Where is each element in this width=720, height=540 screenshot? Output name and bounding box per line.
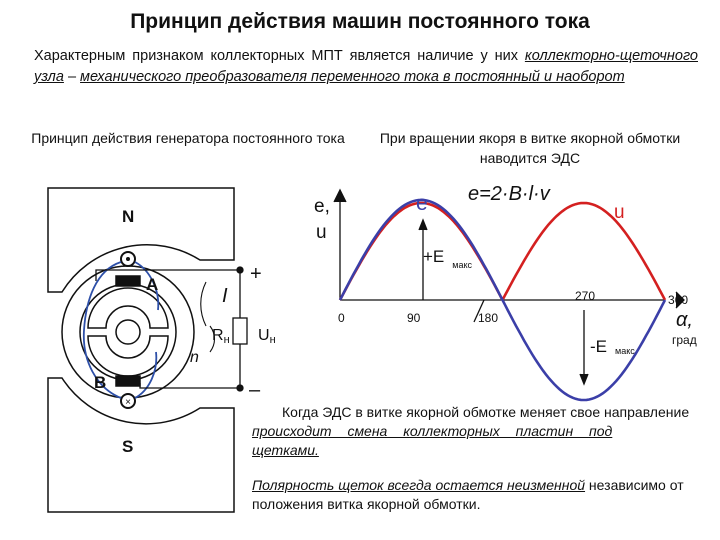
u-curve-label: u — [614, 202, 625, 223]
x-tick-0: 0 — [338, 311, 345, 325]
stator-top — [47, 187, 235, 293]
x-axis-label: α, — [676, 309, 693, 331]
pole-south-label: S — [122, 437, 133, 456]
voltage-label: Uн — [258, 327, 276, 346]
x-axis-unit: град — [672, 333, 697, 347]
brush-b-label: B — [94, 373, 106, 392]
emf-heading: При вращении якоря в витке якорной обмот… — [379, 130, 681, 166]
e-curve — [338, 198, 667, 402]
pole-north-label: N — [122, 207, 134, 226]
brush-a — [115, 275, 141, 287]
note-paragraph-commutation: Когда ЭДС в витке якорной обмотке меняет… — [252, 403, 692, 460]
x-tick-90: 90 — [407, 311, 421, 325]
brush-b — [115, 375, 141, 387]
x-tick-180: 180 — [478, 311, 498, 325]
stator-bottom — [47, 377, 235, 513]
y-axis-label-u: u — [316, 222, 327, 243]
shaft — [115, 319, 141, 345]
note-commutation-lead: Когда ЭДС в витке якорной обмотке меняет… — [282, 404, 690, 420]
note-polarity-emphasis: Полярность щеток всегда остается неизмен… — [252, 477, 586, 493]
commutator-lower — [87, 335, 169, 377]
svg-text:×: × — [125, 397, 131, 408]
load-label: Rн — [212, 327, 230, 346]
emf-formula: e=2·B·l·v — [468, 183, 551, 205]
speed-label: n — [190, 349, 199, 366]
plus-terminal: + — [250, 263, 262, 285]
intro-lead: Характерным признаком коллекторных МПТ я… — [34, 48, 525, 64]
external-circuit — [95, 266, 248, 392]
conductor-bottom — [120, 393, 136, 409]
load-resistor — [232, 317, 248, 345]
intro-dash: – — [63, 69, 81, 85]
x-tick-270: 270 — [575, 289, 595, 303]
page-title: Принцип действия машин постоянного тока — [130, 10, 590, 33]
intro-emphasis-converter: механического преобразователя переменног… — [80, 69, 625, 85]
e-curve-label: e — [416, 192, 428, 215]
note-polarity-tail: независимо от положения витка якорной об… — [252, 477, 684, 512]
y-axis-label-e: e, — [314, 196, 330, 217]
note-commutation-emphasis: происходит смена коллекторных пластин по… — [252, 423, 613, 458]
commutator-upper — [87, 287, 169, 329]
generator-diagram: × — [47, 187, 235, 513]
generator-heading: Принцип действия генератора постоянного … — [31, 130, 345, 146]
intro-paragraph: Характерным признаком коллекторных МПТ я… — [34, 46, 698, 88]
current-label: I — [222, 285, 228, 307]
note-paragraph-polarity: Полярность щеток всегда остается неизмен… — [252, 476, 700, 514]
armature-winding — [82, 261, 160, 399]
intro-emphasis-commutator: коллекторно-щеточного узла — [34, 48, 698, 85]
minus-terminal: – — [249, 379, 261, 401]
brush-a-label: A — [146, 275, 158, 294]
x-tick-360: 360 — [668, 293, 688, 307]
